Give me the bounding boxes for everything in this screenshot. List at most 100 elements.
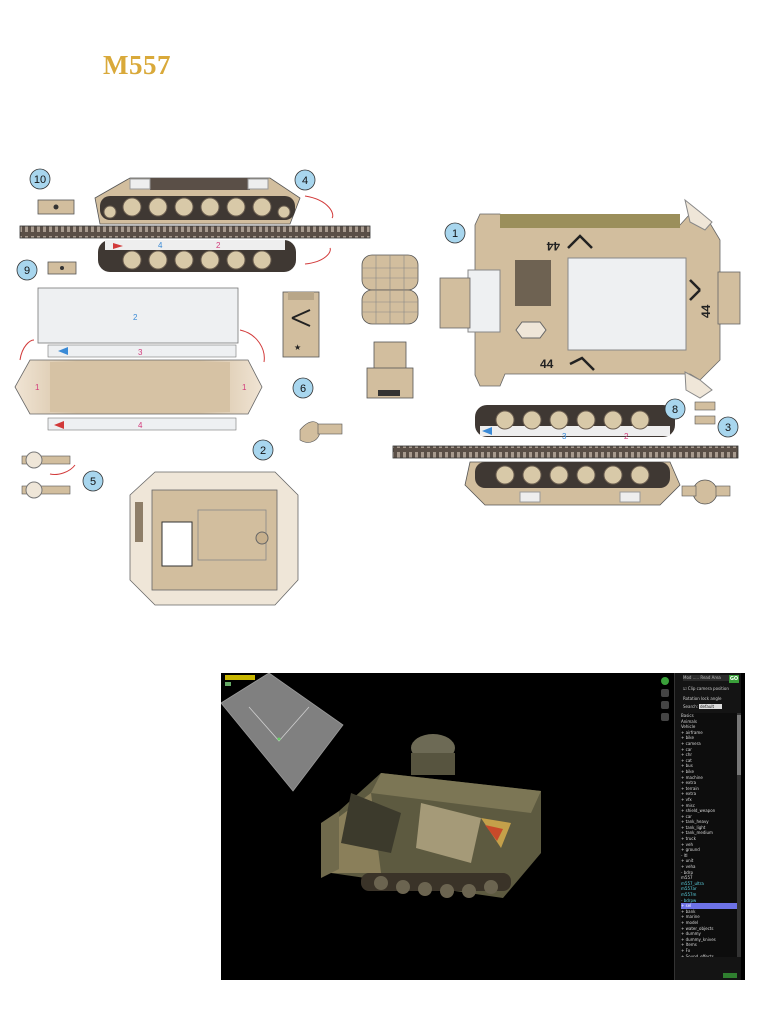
panel-1-label-right: 1 <box>242 383 247 392</box>
tree-item[interactable]: m557m <box>681 892 697 897</box>
editor-side-panel: Mod ..... Read Area GO ☑ Clip camera pos… <box>661 673 741 980</box>
svg-text:1: 1 <box>452 228 458 240</box>
tree-item[interactable]: + Items <box>681 942 697 948</box>
tree-item[interactable]: + veh <box>681 841 693 847</box>
tree-item[interactable]: + airframe <box>681 729 703 735</box>
tree-item[interactable]: + Fx <box>681 947 691 953</box>
tree-item[interactable]: + truck <box>681 836 696 842</box>
svg-text:9: 9 <box>24 265 30 277</box>
tree-item[interactable]: + extra <box>681 780 697 786</box>
tree-item[interactable]: + bus <box>681 763 693 769</box>
panel-4 <box>47 417 237 431</box>
svg-text:3: 3 <box>725 422 731 434</box>
hud-bar <box>225 675 255 680</box>
search-label: Search: <box>683 704 699 709</box>
left-side-lower: 4 2 <box>98 240 296 272</box>
tree-item[interactable]: + camera <box>681 740 701 746</box>
label-4: 4 <box>158 241 163 250</box>
callout-8: 8 <box>664 398 686 420</box>
page-title: M557 <box>103 50 171 80</box>
tree-item[interactable]: m557ar <box>681 886 697 892</box>
mudflap-piece <box>299 421 343 443</box>
right-small-part <box>681 479 731 505</box>
hull-code-bottom: 44 <box>540 357 554 371</box>
tree-item[interactable]: + dummy <box>681 931 701 937</box>
terrain-preview <box>221 673 344 792</box>
panel-3 <box>47 344 237 358</box>
tree-scroll-thumb[interactable] <box>737 715 741 775</box>
papercraft-sheet: 4 2 2 3 1 1 4 ★ <box>14 168 741 606</box>
hull-code-side: 44 <box>699 304 713 318</box>
tree-item[interactable]: + misc <box>681 802 695 808</box>
tree-scrollbar[interactable] <box>737 713 741 957</box>
tree-item[interactable]: + model <box>681 919 699 925</box>
tree-item[interactable]: - bdrp <box>681 869 693 875</box>
rotation-lock-label: Rotation lock angle <box>683 696 722 701</box>
tree-item[interactable]: + tank_medium <box>681 830 713 836</box>
go-icon[interactable] <box>661 677 669 685</box>
hull-top-piece <box>129 471 299 606</box>
camera-icon[interactable] <box>661 701 669 709</box>
tree-item[interactable]: m557_ultra <box>681 880 704 886</box>
search-input[interactable]: default <box>699 704 722 709</box>
tree-item[interactable]: + bike <box>681 735 694 741</box>
tree-item[interactable]: + water_objects <box>681 925 714 931</box>
tree-item[interactable]: + terrain <box>681 785 699 791</box>
part-6-piece: ★ <box>282 291 320 358</box>
viewport-3d[interactable] <box>221 673 675 980</box>
clip-camera-option[interactable]: ☑ Clip camera position <box>683 686 729 691</box>
tree-item[interactable]: + tank_light <box>681 824 706 830</box>
svg-text:10: 10 <box>34 174 46 186</box>
tree-item[interactable]: + dummy_knives <box>681 936 716 942</box>
tree-item[interactable]: + bank <box>681 908 696 914</box>
tree-item[interactable]: - bdrpw <box>681 897 697 903</box>
tree-item[interactable]: + sel <box>681 903 737 909</box>
tree-item[interactable]: + extra <box>681 791 697 797</box>
panel-3-label: 3 <box>138 348 143 357</box>
tree-item[interactable]: Vehicle <box>681 724 696 730</box>
label-2: 2 <box>216 241 221 250</box>
tree-item[interactable]: + shield_weapon <box>681 808 716 814</box>
go-button[interactable]: GO <box>729 675 739 683</box>
svg-text:6: 6 <box>300 383 306 395</box>
tree-item[interactable]: m557 <box>681 875 693 881</box>
editor-screenshot: Mod ..... Read Area GO ☑ Clip camera pos… <box>221 673 745 980</box>
tree-item[interactable]: + chr <box>681 752 693 758</box>
panel-2-label: 2 <box>133 313 138 322</box>
settings-icon[interactable] <box>661 713 669 721</box>
tree-item[interactable]: + cat <box>681 757 692 763</box>
tree-item[interactable]: + Sound_effects <box>681 953 714 957</box>
callout-2: 2 <box>252 439 274 461</box>
callout-10: 10 <box>29 168 51 190</box>
tree-item[interactable]: + bike <box>681 768 694 774</box>
tree-item[interactable]: + car <box>681 746 692 752</box>
tree-item[interactable]: + marine <box>681 914 700 920</box>
right-hull-unfold: 44 44 44 <box>439 198 741 399</box>
callout-3: 3 <box>717 416 739 438</box>
svg-text:★: ★ <box>294 343 301 352</box>
callout-1: 1 <box>444 222 466 244</box>
panel-1-label-left: 1 <box>35 383 40 392</box>
svg-text:5: 5 <box>90 476 96 488</box>
hud-indicator <box>225 682 231 686</box>
tree-item[interactable]: + unit <box>681 858 694 864</box>
tree-item[interactable]: + machine <box>681 774 703 780</box>
callout-9: 9 <box>16 259 38 281</box>
tree-item[interactable]: + vfx <box>681 796 692 802</box>
tree-item[interactable]: + ground <box>681 847 700 853</box>
tree-item[interactable]: - ltl <box>681 852 688 858</box>
tree-item[interactable]: + car <box>681 813 692 819</box>
right-track-strip <box>392 445 739 459</box>
tree-item[interactable]: + veha <box>681 864 696 870</box>
tree-item[interactable]: Animals <box>681 718 697 724</box>
apply-button[interactable] <box>723 973 737 978</box>
right-label-3: 3 <box>562 432 567 441</box>
panel-4-label: 4 <box>138 421 143 430</box>
svg-text:2: 2 <box>260 445 266 457</box>
tool-icon[interactable] <box>661 689 669 697</box>
tree-item[interactable]: Basics <box>681 713 694 718</box>
hull-code-top: 44 <box>546 239 560 253</box>
callout-4: 4 <box>294 169 316 191</box>
tree-item[interactable]: + tank_heavy <box>681 819 709 825</box>
